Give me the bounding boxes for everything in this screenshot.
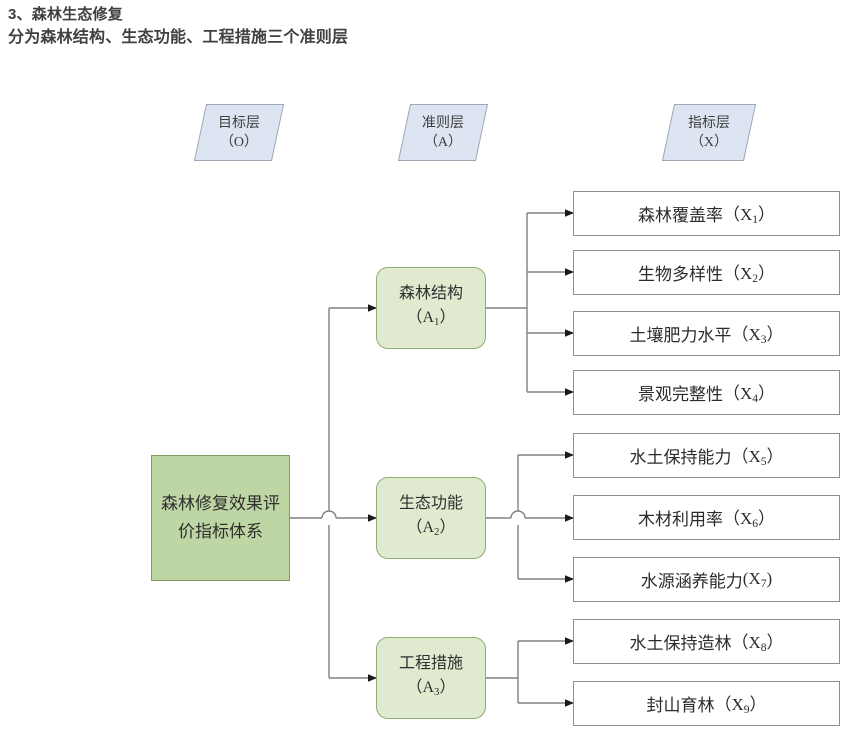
layer-tag-indicator-title: 指标层 <box>688 115 730 131</box>
indicator-box-x4[interactable]: 景观完整性（X4） <box>573 370 840 415</box>
indicator-box-x3[interactable]: 土壤肥力水平（X3） <box>573 311 840 356</box>
criteria-node-a3-title: 工程措施 <box>398 654 463 672</box>
indicator-title: 水土保持能力 <box>629 448 732 467</box>
indicator-code: （X8） <box>731 633 784 655</box>
layer-tag-indicator-code: （X） <box>689 134 729 150</box>
indicator-title: 水源涵养能力 <box>640 572 743 591</box>
indicator-title: 封山育林 <box>646 696 715 715</box>
criteria-node-a2-title: 生态功能 <box>398 494 463 512</box>
indicator-box-x1[interactable]: 森林覆盖率（X1） <box>573 191 840 236</box>
layer-tag-criteria: 准则层 （A） <box>397 104 489 161</box>
indicator-code: （X9） <box>714 695 767 717</box>
indicator-title: 森林覆盖率 <box>637 206 723 225</box>
indicator-box-x2[interactable]: 生物多样性（X2） <box>573 250 840 295</box>
indicator-box-x5[interactable]: 水土保持能力（X5） <box>573 433 840 478</box>
indicator-title: 景观完整性 <box>637 385 723 404</box>
criteria-node-a3-code: （A3） <box>406 678 456 699</box>
layer-tag-goal-title: 目标层 <box>218 115 260 131</box>
indicator-box-x6[interactable]: 木材利用率（X6） <box>573 495 840 540</box>
indicator-code: （X5） <box>731 447 784 469</box>
layer-tag-criteria-title: 准则层 <box>422 115 464 131</box>
criteria-node-a1[interactable]: 森林结构 （A1） <box>376 267 486 349</box>
indicator-code: （X6） <box>722 509 776 531</box>
layer-tag-goal-code: （O） <box>219 134 259 150</box>
heading-block: 3、森林生态修复 分为森林结构、生态功能、工程措施三个准则层 <box>8 4 708 50</box>
heading-line-2: 分为森林结构、生态功能、工程措施三个准则层 <box>8 29 349 46</box>
layer-tag-indicator: 指标层 （X） <box>661 104 757 161</box>
criteria-node-a3[interactable]: 工程措施 （A3） <box>376 637 486 719</box>
indicator-title: 土壤肥力水平 <box>629 326 732 345</box>
root-node-goal[interactable]: 森林修复效果评价指标体系 <box>151 455 290 581</box>
indicator-title: 生物多样性 <box>637 265 723 284</box>
indicator-title: 水土保持造林 <box>629 634 732 653</box>
heading-line-1: 3、森林生态修复 <box>8 6 123 23</box>
criteria-node-a2[interactable]: 生态功能 （A2） <box>376 477 486 559</box>
root-node-label: 森林修复效果评价指标体系 <box>161 494 280 541</box>
indicator-title: 木材利用率 <box>637 510 723 529</box>
indicator-code: （X1） <box>722 205 776 227</box>
layer-tag-goal: 目标层 （O） <box>193 104 285 161</box>
criteria-node-a1-code: （A1） <box>406 308 456 329</box>
criteria-node-a1-title: 森林结构 <box>398 284 463 302</box>
indicator-box-x9[interactable]: 封山育林（X9） <box>573 681 840 726</box>
criteria-node-a2-code: （A2） <box>406 518 456 539</box>
layer-tag-criteria-code: （A） <box>423 134 463 150</box>
indicator-code: （X2） <box>722 264 776 286</box>
indicator-code: （X4） <box>722 384 776 406</box>
indicator-code: （X3） <box>731 325 784 347</box>
indicator-code: (X7) <box>742 568 773 591</box>
indicator-box-x8[interactable]: 水土保持造林（X8） <box>573 619 840 664</box>
indicator-box-x7[interactable]: 水源涵养能力(X7) <box>573 557 840 602</box>
